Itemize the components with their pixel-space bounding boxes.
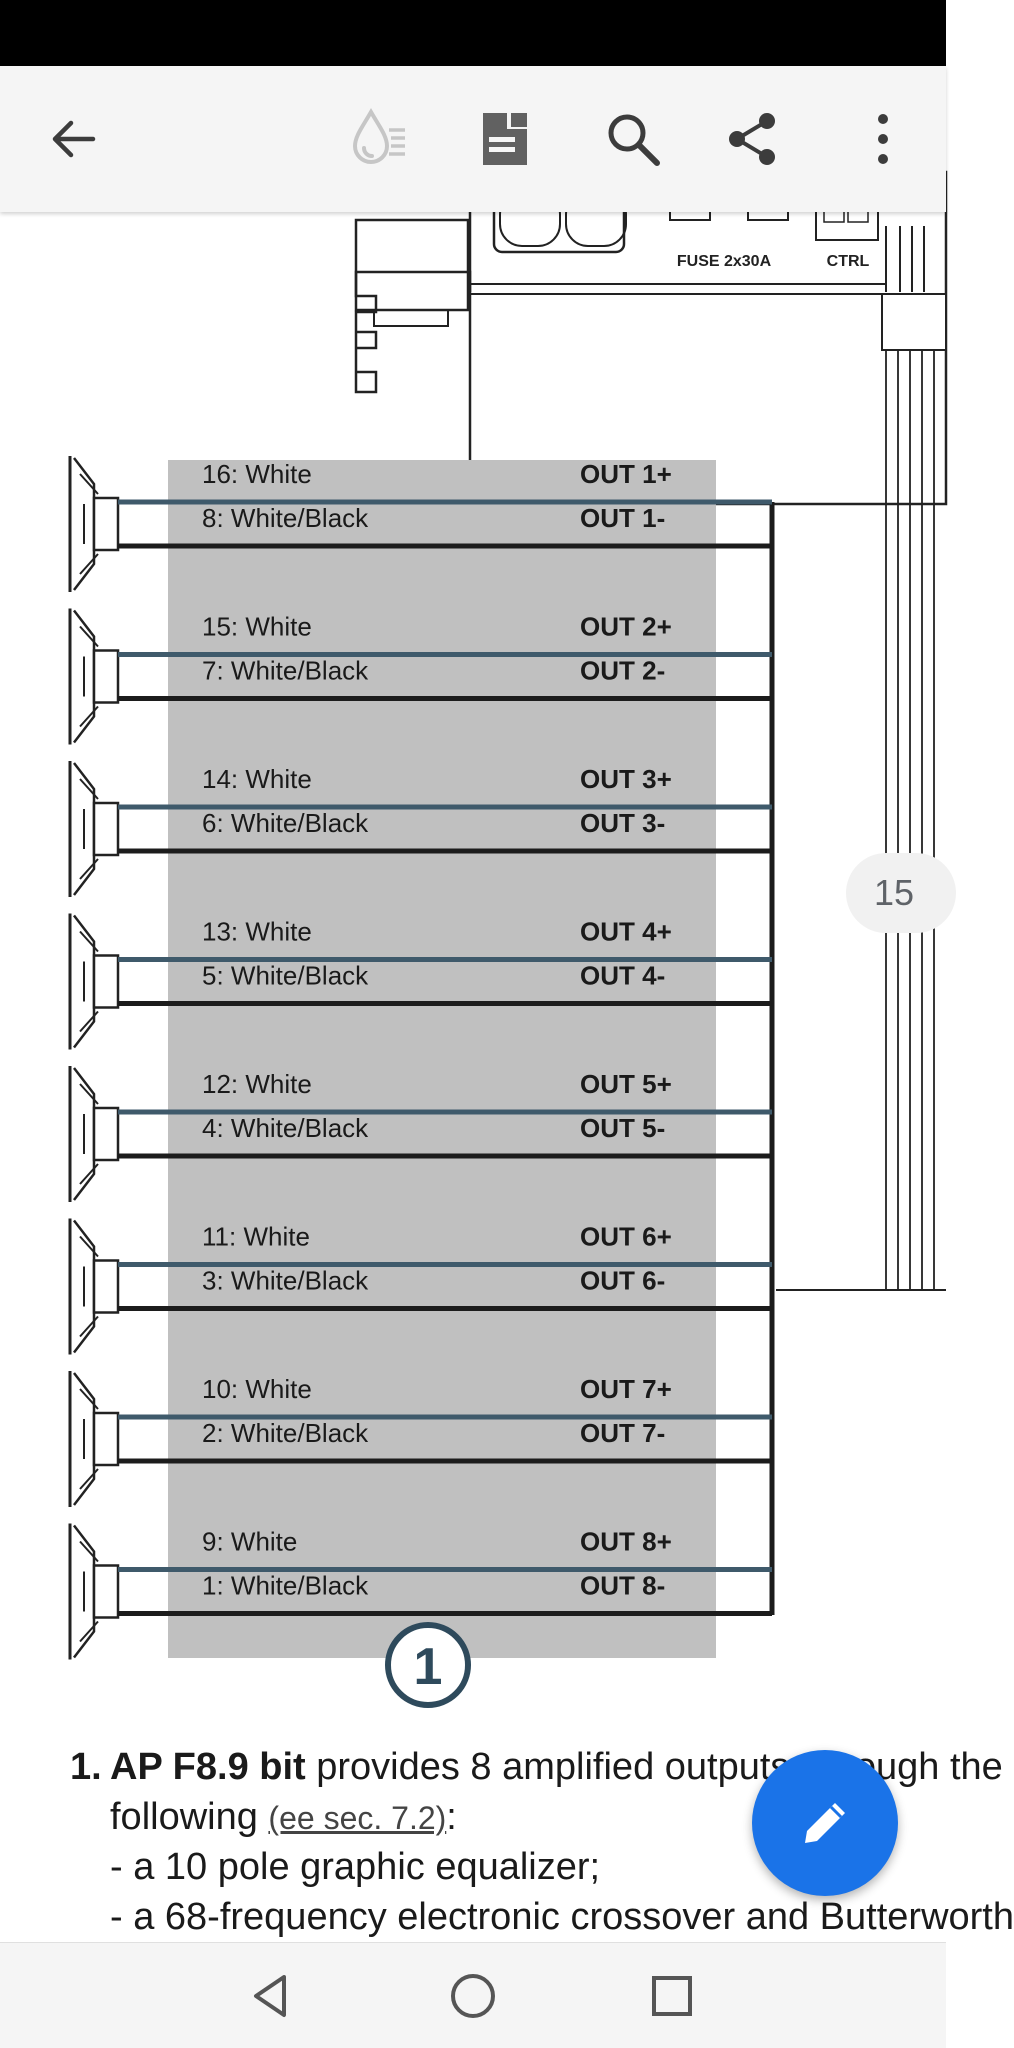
wire-harness	[776, 293, 947, 1291]
negative-output-label: OUT 6-	[580, 1266, 665, 1296]
negative-wire-label: 4: White/Black	[202, 1113, 369, 1143]
fuse-label: FUSE 2x30A	[677, 253, 772, 270]
system-nav-bar	[0, 1942, 946, 2048]
amplifier-body	[354, 170, 948, 506]
share-icon[interactable]	[718, 104, 788, 174]
negative-wire-label: 7: White/Black	[202, 656, 369, 686]
positive-output-label: OUT 1+	[580, 459, 672, 489]
positive-wire-label: 15: White	[202, 612, 312, 642]
speaker-icon	[68, 913, 120, 1050]
page-number-badge[interactable]: 15	[846, 853, 956, 933]
nav-back-icon[interactable]	[236, 1961, 306, 2031]
status-bar	[0, 0, 946, 66]
positive-wire-label: 12: White	[202, 1069, 312, 1099]
channel-row: 11: White 3: White/Black OUT 6+ OUT 6-	[68, 1218, 772, 1355]
bullet-2: - a 68-frequency electronic crossover an…	[110, 1896, 1014, 1938]
channel-row: 10: White 2: White/Black OUT 7+ OUT 7-	[68, 1371, 772, 1507]
positive-wire-label: 10: White	[202, 1374, 312, 1404]
item-number: 1.	[70, 1746, 102, 1788]
channel-row: 14: White 6: White/Black OUT 3+ OUT 3-	[68, 761, 772, 897]
speaker-icon	[68, 1523, 120, 1660]
text-line-2: following (ee sec. 7.2):	[110, 1792, 457, 1843]
positive-output-label: OUT 2+	[580, 612, 672, 642]
negative-wire-label: 2: White/Black	[202, 1418, 369, 1448]
negative-wire-label: 5: White/Black	[202, 961, 369, 991]
reading-mode-icon[interactable]	[345, 104, 415, 174]
positive-wire-label: 9: White	[202, 1527, 297, 1557]
text-line-2-start: following	[110, 1796, 269, 1838]
negative-wire-label: 8: White/Black	[202, 503, 369, 533]
app-toolbar	[0, 66, 946, 212]
positive-output-label: OUT 7+	[580, 1374, 672, 1404]
speaker-icon	[68, 1218, 120, 1355]
nav-home-icon[interactable]	[438, 1961, 508, 2031]
positive-wire-label: 13: White	[202, 917, 312, 947]
ctrl-label: CTRL	[827, 253, 870, 270]
positive-wire-label: 11: White	[202, 1222, 310, 1252]
pencil-icon	[805, 1803, 845, 1843]
positive-output-label: OUT 8+	[580, 1527, 672, 1557]
speaker-icon	[68, 456, 120, 592]
nav-recents-icon[interactable]	[637, 1961, 707, 2031]
speaker-icon	[68, 761, 120, 897]
search-icon[interactable]	[598, 104, 668, 174]
positive-output-label: OUT 5+	[580, 1069, 672, 1099]
negative-wire-label: 1: White/Black	[202, 1571, 369, 1601]
channel-row: 12: White 4: White/Black OUT 5+ OUT 5-	[68, 1066, 772, 1202]
text-line-2-end: :	[446, 1796, 457, 1838]
positive-output-label: OUT 3+	[580, 764, 672, 794]
bullet-1: - a 10 pole graphic equalizer;	[110, 1846, 601, 1888]
positive-wire-label: 16: White	[202, 459, 312, 489]
channel-row: 15: White 7: White/Black OUT 2+ OUT 2-	[68, 608, 772, 745]
negative-output-label: OUT 4-	[580, 961, 665, 991]
speaker-icon	[68, 608, 120, 745]
product-name: AP F8.9 bit	[110, 1746, 306, 1788]
speaker-icon	[68, 1066, 120, 1202]
negative-output-label: OUT 2-	[580, 656, 665, 686]
positive-wire-label: 14: White	[202, 764, 312, 794]
negative-output-label: OUT 3-	[580, 808, 665, 838]
edit-fab-button[interactable]	[752, 1750, 898, 1896]
negative-output-label: OUT 7-	[580, 1418, 665, 1448]
negative-wire-label: 6: White/Black	[202, 808, 369, 838]
text-line-1: AP F8.9 bit provides 8 amplified outputs…	[110, 1742, 1003, 1792]
speaker-icon	[68, 1371, 120, 1507]
callout-circle	[385, 1622, 471, 1708]
negative-output-label: OUT 1-	[580, 503, 665, 533]
text-line-1-rest: provides 8 amplified outputs, through th…	[305, 1746, 1003, 1788]
more-vert-icon[interactable]	[848, 104, 918, 174]
positive-output-label: OUT 6+	[580, 1222, 672, 1252]
negative-output-label: OUT 5-	[580, 1113, 665, 1143]
channel-row: 9: White 1: White/Black OUT 8+ OUT 8-	[68, 1523, 772, 1660]
page-number: 15	[874, 872, 915, 913]
output-panel	[168, 460, 716, 1658]
negative-output-label: OUT 8-	[580, 1571, 665, 1601]
bookmark-icon[interactable]	[470, 104, 540, 174]
channel-row: 13: White 5: White/Black OUT 4+ OUT 4-	[68, 913, 772, 1050]
callout-number: 1	[414, 1638, 443, 1696]
positive-output-label: OUT 4+	[580, 917, 672, 947]
channel-row: 16: White 8: White/Black OUT 1+ OUT 1-	[68, 456, 772, 592]
negative-wire-label: 3: White/Black	[202, 1266, 369, 1296]
back-arrow-icon[interactable]	[38, 104, 108, 174]
section-link[interactable]: (ee sec. 7.2)	[268, 1800, 447, 1836]
